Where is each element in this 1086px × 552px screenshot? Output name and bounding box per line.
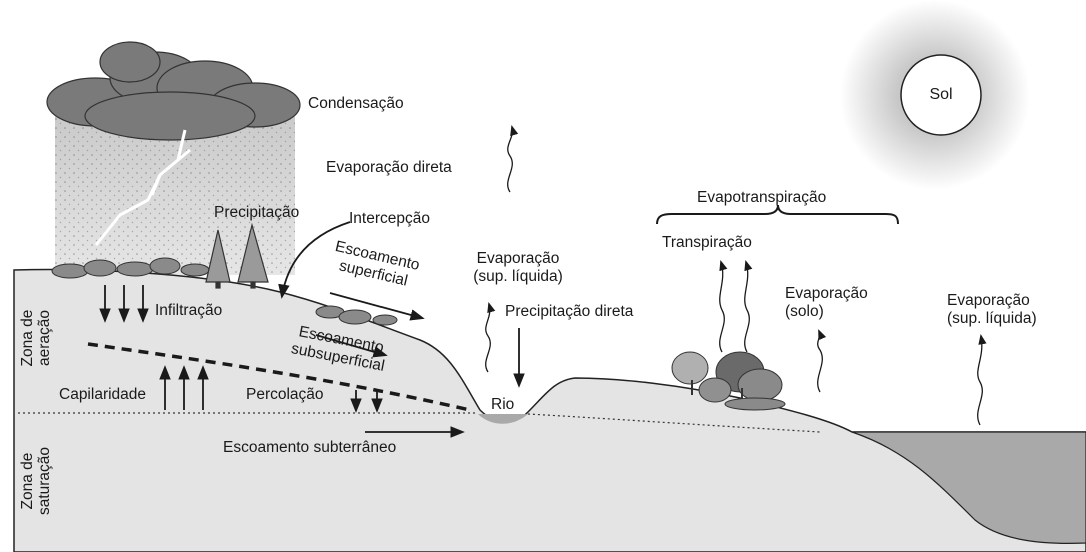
precipitation-label: Precipitação (214, 204, 300, 221)
sun-icon (840, 0, 1030, 190)
percolation-label: Percolação (246, 386, 324, 403)
lake-water (851, 431, 1086, 544)
water-table-line (18, 412, 821, 433)
soil-evaporation-line-1: Evaporação (785, 285, 868, 302)
soil-evaporation-label: Evaporação (solo) (785, 285, 868, 321)
lake-evaporation-line-1: Evaporação (947, 292, 1030, 309)
storm-cloud-icon (46, 41, 301, 141)
flow-arrows (99, 285, 525, 438)
sun-label: Sol (929, 86, 953, 103)
river-water (478, 414, 528, 424)
river-evaporation-line-1: Evaporação (476, 250, 560, 267)
groundwater-flow-label: Escoamento subterrâneo (223, 439, 397, 456)
aeration-zone-label: Zona de aeração (19, 298, 53, 378)
zone-boundary-line (87, 342, 471, 412)
direct-evaporation-label: Evaporação direta (326, 159, 452, 176)
evapotranspiration-label: Evapotranspiração (697, 189, 827, 206)
shrub-icon (51, 257, 398, 326)
lake-evaporation-label: Evaporação (sup. líquida) (947, 292, 1037, 328)
river-label: Rio (491, 396, 515, 413)
soil-evaporation-line-2: (solo) (785, 303, 824, 320)
infiltration-label: Infiltração (155, 302, 223, 319)
tree-icon (205, 222, 269, 289)
saturation-zone-line-1: Zona de (19, 452, 36, 510)
lake-evaporation-line-2: (sup. líquida) (947, 310, 1037, 327)
evaporation-arrows (485, 124, 987, 426)
direct-precipitation-label: Precipitação direta (505, 303, 634, 320)
aeration-zone-line-1: Zona de (19, 309, 36, 367)
saturation-zone-label: Zona de saturação (19, 435, 53, 527)
capillarity-label: Capilaridade (59, 386, 147, 403)
river-evaporation-line-2: (sup. líquida) (473, 268, 563, 285)
tree-icon (671, 351, 786, 411)
lightning-icon (94, 129, 191, 246)
river-evaporation-label: Evaporação (sup. líquida) (458, 250, 578, 286)
condensation-label: Condensação (308, 95, 404, 112)
evapotranspiration-bracket (656, 204, 899, 225)
interception-arrow (278, 221, 351, 299)
interception-label: Intercepção (349, 210, 430, 227)
aeration-zone-line-2: aeração (36, 310, 53, 367)
saturation-zone-line-2: saturação (36, 446, 53, 516)
transpiration-label: Transpiração (662, 234, 752, 251)
